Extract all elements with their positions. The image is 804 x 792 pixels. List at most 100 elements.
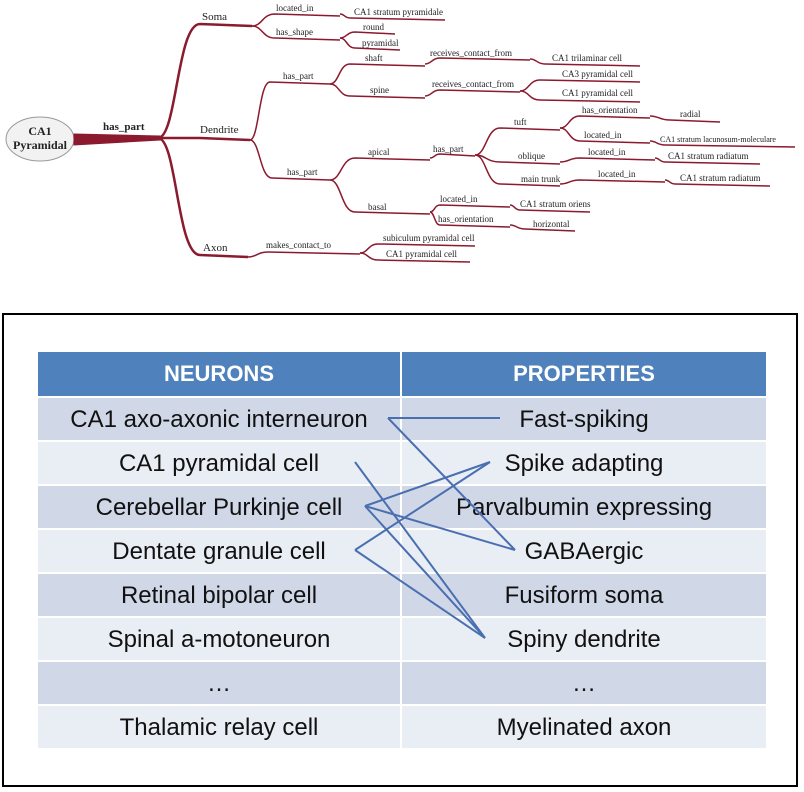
tree-edge (529, 58, 641, 67)
tree-edge (339, 37, 401, 51)
table-row: …… (38, 660, 766, 706)
tree-edge (509, 224, 576, 232)
tree-edge (251, 13, 341, 27)
neuron-cell: CA1 pyramidal cell (38, 442, 402, 486)
tree-label: has_orientation (438, 214, 494, 224)
tree-edge (339, 13, 446, 21)
tree-label: shaft (365, 53, 383, 63)
tree-edge (649, 140, 796, 148)
property-cell: Fusiform soma (504, 582, 664, 609)
tree-edge (329, 179, 431, 215)
tree-label: CA1 trilaminar cell (552, 53, 622, 63)
tree-edge (474, 154, 561, 187)
tree-label: CA1 stratum lacunosum-moleculare (660, 135, 776, 144)
tree-edge (157, 22, 253, 140)
neuron-cell: Cerebellar Purkinje cell (38, 486, 402, 530)
tree-edge (654, 157, 761, 165)
tree-edge (559, 179, 666, 185)
tree-edge (158, 136, 251, 142)
tree-edge (247, 251, 361, 258)
table-row: CA1 pyramidal cell Spike adapting (38, 440, 766, 486)
tree-label: makes_contact_to (266, 240, 331, 250)
table-row: Dentate granule cell GABAergic (38, 528, 766, 574)
tree-label: located_in (598, 169, 636, 179)
tree-edge (329, 157, 431, 181)
tree-label: has_part (283, 71, 314, 81)
root-edge-label: has_part (103, 121, 145, 133)
tree-edge (251, 25, 341, 41)
tree-label: basal (368, 202, 387, 212)
tree-label: apical (368, 147, 390, 157)
tree-edge (249, 81, 331, 141)
tree-edge (329, 63, 426, 85)
tree-label: CA1 pyramidal cell (562, 88, 633, 98)
tree-label: main trunk (521, 174, 561, 184)
header-properties: PROPERTIES (513, 361, 655, 386)
tree-label: round (363, 22, 384, 32)
neuron-cell: … (38, 662, 402, 706)
tree-edge (664, 179, 771, 187)
tree-label: located_in (588, 147, 626, 157)
tree-label: tuft (514, 117, 527, 127)
tree-label: CA3 pyramidal cell (562, 69, 633, 79)
tree-edge (519, 90, 641, 103)
tree-edge (474, 127, 561, 156)
property-cell: GABAergic (524, 538, 644, 565)
tree-edge (429, 204, 511, 213)
tree-edge (429, 153, 476, 159)
neuron-cell: Thalamic relay cell (38, 706, 402, 750)
property-cell: Fast-spiking (519, 406, 649, 433)
tree-label: pyramidal (362, 38, 399, 48)
tree-label: has_part (433, 144, 464, 154)
tree-label: located_in (584, 130, 622, 140)
tree-label: oblique (518, 151, 545, 161)
tree-edge (424, 57, 531, 65)
tree-label: horizontal (533, 219, 570, 229)
tree-edge (649, 115, 721, 123)
table-header: NEURONS PROPERTIES (38, 352, 766, 396)
property-cell: Spiny dendrite (507, 626, 661, 653)
neuron-cell: Dentate granule cell (38, 530, 402, 574)
header-neurons: NEURONS (38, 352, 402, 396)
tree-label: CA1 stratum radiatum (668, 151, 749, 161)
property-cell: Parvalbumin expressing (455, 494, 713, 521)
tree-label: has_orientation (582, 105, 638, 115)
root-label: Pyramidal (13, 138, 68, 152)
tree-edge (157, 136, 249, 259)
tree-label: Axon (203, 242, 228, 254)
neuron-cell: CA1 axo-axonic interneuron (38, 398, 402, 442)
table-row: Thalamic relay cell Myelinated axon (38, 704, 766, 750)
table-row: Retinal bipolar cell Fusiform soma (38, 572, 766, 618)
neuron-cell: Retinal bipolar cell (38, 574, 402, 618)
property-cell: Myelinated axon (496, 714, 672, 741)
property-cell: Spike adapting (504, 450, 664, 477)
tree-label: subiculum pyramidal cell (383, 233, 475, 243)
table-row: Spinal a-motoneuron Spiny dendrite (38, 616, 766, 662)
tree-label: receives_contact_from (430, 48, 512, 58)
table-row: Cerebellar Purkinje cell Parvalbumin expr… (38, 484, 766, 530)
tree-label: located_in (440, 194, 478, 204)
tree-label: CA1 stratum oriens (520, 199, 591, 209)
neuron-cell: Spinal a-motoneuron (38, 618, 402, 662)
property-cell: … (572, 670, 596, 697)
ontology-tree: CA1Pyramidalhas_partSomaDendriteAxonloca… (5, 3, 796, 263)
tree-label: CA1 stratum radiatum (680, 173, 761, 183)
tree-label: CA1 pyramidal cell (386, 249, 457, 259)
neuron-property-table: NEURONS PROPERTIES CA1 axo-axonic intern… (38, 352, 766, 750)
tree-label: Soma (202, 11, 227, 23)
tree-label: Dendrite (200, 124, 239, 136)
tree-label: spine (370, 85, 389, 95)
tree-edge (559, 115, 651, 129)
table-row: CA1 axo-axonic interneuron Fast-spiking (38, 396, 766, 442)
tree-label: receives_contact_from (432, 79, 514, 89)
tree-edge (424, 89, 521, 97)
tree-label: has_shape (276, 27, 313, 37)
tree-edge (509, 204, 591, 213)
root-edge (73, 133, 161, 146)
tree-label: radial (680, 109, 701, 119)
tree-label: located_in (276, 3, 314, 13)
tree-edge (329, 83, 426, 99)
tree-label: CA1 stratum pyramidale (354, 7, 443, 17)
tree-edge (359, 252, 471, 263)
tree-edge (559, 157, 656, 163)
